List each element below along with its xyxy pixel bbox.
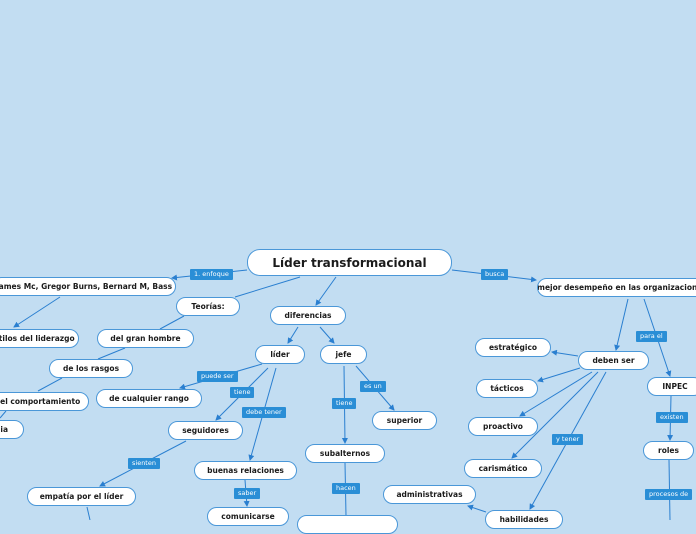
followers-node[interactable]: seguidores xyxy=(168,421,243,440)
charismatic-node[interactable]: carismático xyxy=(464,459,542,478)
bottom-hidden-node[interactable] xyxy=(297,515,398,534)
link-label-procesos-de: procesos de xyxy=(645,489,693,500)
link-label-sienten: sienten xyxy=(128,458,160,469)
any-rank-node[interactable]: de cualquier rango xyxy=(96,389,202,408)
traits-theory-node[interactable]: de los rasgos xyxy=(49,359,133,378)
link-label-saber: saber xyxy=(234,488,261,499)
subordinates-node[interactable]: subalternos xyxy=(305,444,385,463)
link-label-existen: existen xyxy=(656,412,688,423)
roles-node[interactable]: roles xyxy=(643,441,694,460)
link-label-hacen: hacen xyxy=(332,483,360,494)
inpec-node[interactable]: INPEC xyxy=(647,377,696,396)
central-topic-node[interactable]: Líder transformacional xyxy=(247,249,452,276)
differences-node[interactable]: diferencias xyxy=(270,306,346,325)
behavior-theory-node[interactable]: del comportamiento xyxy=(0,392,89,411)
communicate-node[interactable]: comunicarse xyxy=(207,507,289,526)
link-label-es-un: es un xyxy=(360,381,386,392)
link-label-y-tener: y tener xyxy=(552,434,584,445)
link-label-tiene-lider: tiene xyxy=(230,387,255,398)
cia-node[interactable]: cia xyxy=(0,420,24,439)
link-label-tiene-jefe: tiene xyxy=(332,398,357,409)
link-label-debe-tener: debe tener xyxy=(242,407,286,418)
better-performance-node[interactable]: mejor desempeño en las organizaciones xyxy=(537,278,696,297)
tactical-node[interactable]: tácticos xyxy=(476,379,538,398)
administrative-node[interactable]: administrativas xyxy=(383,485,476,504)
link-label-puede-ser: puede ser xyxy=(197,371,238,382)
good-relations-node[interactable]: buenas relaciones xyxy=(194,461,297,480)
empathy-node[interactable]: empatía por el líder xyxy=(27,487,136,506)
proactive-node[interactable]: proactivo xyxy=(468,417,538,436)
boss-node[interactable]: jefe xyxy=(320,345,367,364)
great-man-theory-node[interactable]: del gran hombre xyxy=(97,329,194,348)
must-be-node[interactable]: deben ser xyxy=(578,351,649,370)
theories-node[interactable]: Teorías: xyxy=(176,297,240,316)
leader-node[interactable]: líder xyxy=(255,345,305,364)
link-label-para-el: para el xyxy=(636,331,667,342)
leadership-styles-node[interactable]: stilos del liderazgo xyxy=(0,329,79,348)
link-label-busca: busca xyxy=(481,269,509,280)
superior-node[interactable]: superior xyxy=(372,411,437,430)
authors-node[interactable]: James Mc, Gregor Burns, Bernard M, Bass xyxy=(0,277,176,296)
link-label-enfoque: 1. enfoque xyxy=(190,269,233,280)
strategic-node[interactable]: estratégico xyxy=(475,338,551,357)
